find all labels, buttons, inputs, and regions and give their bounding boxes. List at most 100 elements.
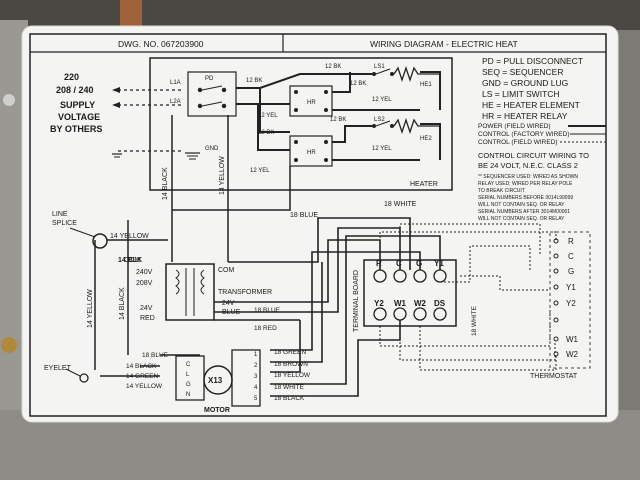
svg-text:CONTROL CIRCUIT WIRING TO: CONTROL CIRCUIT WIRING TO xyxy=(478,151,589,160)
svg-text:1: 1 xyxy=(254,352,258,358)
svg-text:208 / 240: 208 / 240 xyxy=(56,85,94,95)
legend: PD = PULL DISCONNECT SEQ = SEQUENCER GND… xyxy=(482,56,583,121)
svg-text:Y2: Y2 xyxy=(566,299,576,308)
svg-text:CONTROL (FIELD WIRED): CONTROL (FIELD WIRED) xyxy=(478,139,558,146)
svg-text:W2: W2 xyxy=(414,299,427,308)
wire-label-18-blue: 18 BLUE xyxy=(290,212,318,219)
wire-label-18-white: 18 WHITE xyxy=(384,201,417,208)
drawing-number: DWG. NO. 067203900 xyxy=(118,39,204,49)
svg-text:COM: COM xyxy=(218,267,235,274)
svg-text:C: C xyxy=(568,252,574,261)
svg-text:LS1: LS1 xyxy=(374,64,385,70)
svg-text:BY OTHERS: BY OTHERS xyxy=(50,124,102,134)
pull-disconnect xyxy=(187,71,237,117)
gnd-label: GND xyxy=(205,146,219,152)
svg-text:12 BK: 12 BK xyxy=(350,81,366,87)
svg-text:G: G xyxy=(568,267,574,276)
svg-text:MOTOR: MOTOR xyxy=(204,407,230,414)
svg-text:Y1: Y1 xyxy=(434,259,444,268)
svg-text:VOLTAGE: VOLTAGE xyxy=(58,112,100,122)
sequencer-note: ** SEQUENCER USED: WIRED AS SHOWN RELAY … xyxy=(478,174,578,222)
pd-label: PD xyxy=(205,76,214,82)
screw xyxy=(1,337,17,353)
svg-text:18 RED: 18 RED xyxy=(254,325,277,332)
svg-text:18 YELLOW: 18 YELLOW xyxy=(274,372,311,379)
svg-text:3: 3 xyxy=(254,374,258,380)
svg-text:Y1: Y1 xyxy=(566,283,576,292)
svg-text:N: N xyxy=(186,392,190,398)
svg-text:W1: W1 xyxy=(566,335,579,344)
svg-text:SERIAL NUMBERS BEFORE 3014L999: SERIAL NUMBERS BEFORE 3014L99999 xyxy=(478,195,573,201)
limit-switch-2: LS2 xyxy=(372,117,394,128)
heater-box xyxy=(149,57,453,191)
svg-text:BE 24 VOLT, N.E.C. CLASS 2: BE 24 VOLT, N.E.C. CLASS 2 xyxy=(478,161,578,170)
heater-element-2: HE2 xyxy=(393,117,440,142)
svg-text:2: 2 xyxy=(254,363,258,369)
svg-text:LINE: LINE xyxy=(52,211,68,218)
svg-text:14 BLACK: 14 BLACK xyxy=(126,363,157,370)
svg-text:EYELET: EYELET xyxy=(44,365,72,372)
svg-text:X13: X13 xyxy=(208,376,223,385)
svg-text:RELAY USED: WIRED PER RELAY PO: RELAY USED: WIRED PER RELAY POLE xyxy=(478,181,573,187)
svg-text:14 GREEN: 14 GREEN xyxy=(126,373,158,380)
svg-text:24V: 24V xyxy=(222,300,235,307)
svg-text:240V: 240V xyxy=(136,269,153,276)
svg-text:SERIAL NUMBERS AFTER 3014M0000: SERIAL NUMBERS AFTER 3014M00001 xyxy=(478,209,570,215)
svg-text:12 YEL: 12 YEL xyxy=(372,97,392,103)
svg-text:HR: HR xyxy=(307,100,316,106)
wire-label-14-black: 14 BLACK xyxy=(162,167,169,200)
svg-text:18 GREEN: 18 GREEN xyxy=(274,349,306,356)
svg-text:G: G xyxy=(416,259,422,268)
svg-text:TO BREAK CIRCUIT: TO BREAK CIRCUIT xyxy=(478,188,525,194)
top-shadow xyxy=(0,0,640,30)
svg-text:THERMOSTAT: THERMOSTAT xyxy=(530,373,578,380)
svg-text:W2: W2 xyxy=(566,350,579,359)
svg-text:HE2: HE2 xyxy=(420,136,432,142)
heater-element-1: HE1 xyxy=(393,65,440,88)
svg-text:HR: HR xyxy=(307,150,316,156)
svg-text:18 BLUE: 18 BLUE xyxy=(142,352,169,359)
svg-text:12 BK: 12 BK xyxy=(246,78,262,84)
label-sticker xyxy=(21,25,619,423)
svg-text:18 WHITE: 18 WHITE xyxy=(274,384,305,391)
thermostat: R C G Y1 Y2 W1 W2 THERMOSTAT xyxy=(530,231,591,380)
svg-text:12 YEL: 12 YEL xyxy=(258,113,278,119)
svg-text:WILL NOT CONTAIN SEQ. OR RELAY: WILL NOT CONTAIN SEQ. OR RELAY xyxy=(478,216,565,222)
screw-top xyxy=(3,94,15,106)
svg-text:GND = GROUND LUG: GND = GROUND LUG xyxy=(482,78,568,88)
svg-text:18 BROWN: 18 BROWN xyxy=(274,361,308,368)
heater-label: HEATER xyxy=(410,181,438,188)
wire-label-14-black-left: 14 BLACK xyxy=(119,287,126,320)
svg-text:HE1: HE1 xyxy=(420,82,432,88)
l1a-label: L1A xyxy=(170,80,181,86)
svg-text:12 BK: 12 BK xyxy=(325,64,341,70)
svg-text:C: C xyxy=(396,259,402,268)
svg-text:TRANSFORMER: TRANSFORMER xyxy=(218,289,272,296)
svg-text:24V: 24V xyxy=(140,305,153,312)
l2a-label: L2A xyxy=(170,99,181,105)
svg-text:R: R xyxy=(568,237,574,246)
svg-text:PD = PULL DISCONNECT: PD = PULL DISCONNECT xyxy=(482,56,583,66)
wire-label-14-yellow-left: 14 YELLOW xyxy=(87,289,94,328)
svg-text:SUPPLY: SUPPLY xyxy=(60,100,95,110)
svg-text:W1: W1 xyxy=(394,299,407,308)
svg-text:14 YELLOW: 14 YELLOW xyxy=(126,383,163,390)
heater-relay-1: HR xyxy=(289,85,333,117)
wiring-key: POWER (FIELD WIRED) CONTROL (FACTORY WIR… xyxy=(478,123,606,146)
svg-text:LS = LIMIT SWITCH: LS = LIMIT SWITCH xyxy=(482,89,560,99)
svg-text:12 YEL: 12 YEL xyxy=(372,146,392,152)
svg-text:** SEQUENCER USED: WIRED AS SH: ** SEQUENCER USED: WIRED AS SHOWN xyxy=(478,174,578,180)
svg-text:5: 5 xyxy=(254,396,258,402)
svg-text:G: G xyxy=(186,382,191,388)
wire-label-14-yellow-splice: 14 YELLOW xyxy=(110,233,149,240)
limit-switch-1: LS1 xyxy=(372,64,394,76)
svg-text:TERMINAL BOARD: TERMINAL BOARD xyxy=(353,270,360,332)
motor: C L G N X13 1 2 3 4 5 MOTOR xyxy=(175,349,261,414)
svg-text:12 YEL: 12 YEL xyxy=(250,168,270,174)
svg-text:18 BLUE: 18 BLUE xyxy=(254,307,281,314)
line-splice: LINE SPLICE xyxy=(52,211,168,249)
svg-text:R: R xyxy=(376,259,382,268)
svg-text:RED: RED xyxy=(140,315,155,322)
svg-text:14 BLK: 14 BLK xyxy=(118,257,142,264)
